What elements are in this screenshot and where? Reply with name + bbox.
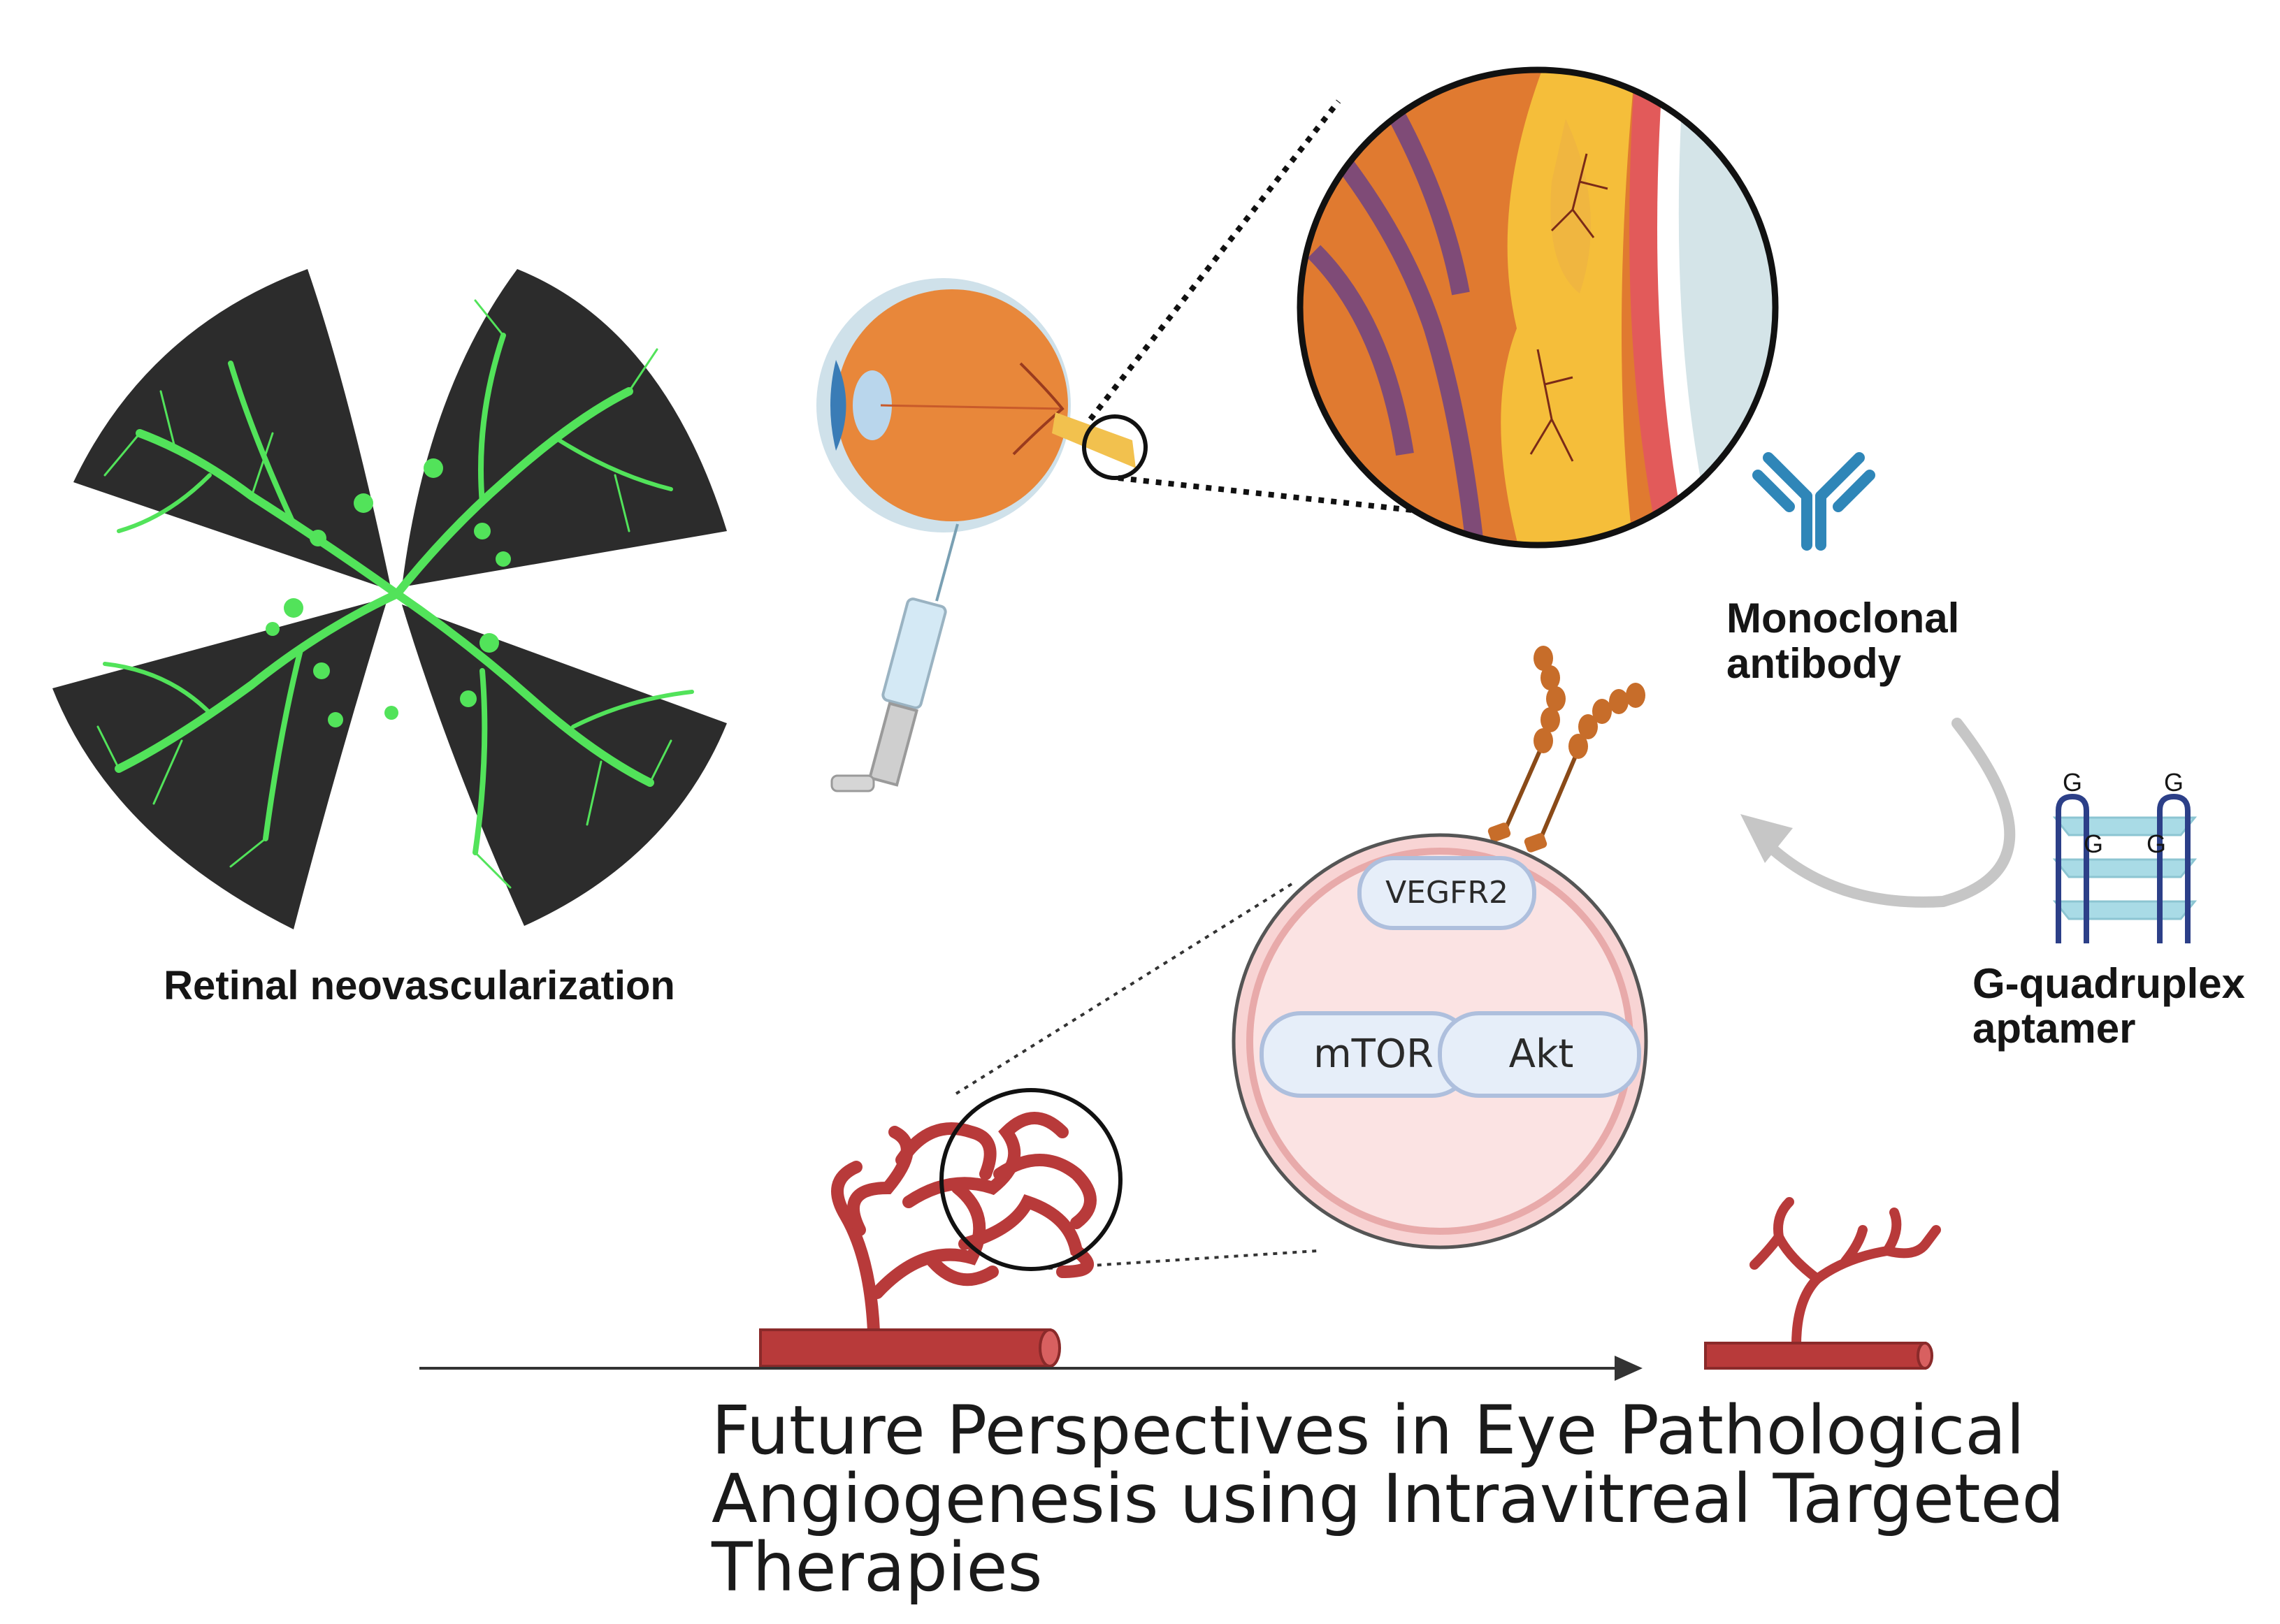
neovascular-tufts (266, 458, 511, 727)
title-line-1: Future Perspectives in Eye Pathological (712, 1391, 2025, 1470)
syringe (830, 523, 959, 792)
aptamer-label-line1: G-quadruplex (1972, 960, 2245, 1007)
blood-vessel-right (1704, 1342, 1933, 1370)
magnified-retina-view (1297, 66, 1779, 549)
pathological-vessel-tangle (831, 1112, 1097, 1337)
flatmount-petal-top-left (73, 269, 391, 590)
blood-vessel-left (759, 1328, 1061, 1368)
aptamer-base-g4: G (2146, 829, 2166, 858)
title-line-2: Angiogenesis using Intravitreal Targeted (712, 1460, 2064, 1538)
aptamer-base-g2: G (2164, 768, 2184, 797)
optic-nerve-zoom-circle (1082, 414, 1148, 480)
title-line-3: Therapies (711, 1528, 1043, 1607)
eyeball (816, 278, 1148, 532)
cell-zoom-lines (955, 883, 1318, 1270)
vegf-receptor-chains (1487, 646, 1645, 853)
akt-label: Akt (1509, 1031, 1574, 1077)
vegfr2-label: VEGFR2 (1385, 875, 1508, 911)
retinal-vessels (96, 299, 694, 889)
g-quadruplex-aptamer-icon: G G G G (2052, 768, 2198, 943)
mtor-protein: mTOR (1260, 1011, 1473, 1098)
figure-title: Future Perspectives in Eye Pathological … (711, 1391, 2064, 1607)
mtor-label: mTOR (1313, 1031, 1434, 1077)
curved-arrow (1740, 718, 2016, 908)
eye-zoom-lines (1088, 99, 1413, 513)
vessel-zoom-circle (939, 1088, 1123, 1271)
flatmount-petal-bottom-right (402, 604, 727, 926)
akt-protein: Akt (1438, 1011, 1641, 1098)
monoclonal-antibody-label-line2: antibody (1726, 640, 1902, 687)
retinal-flatmount (52, 269, 727, 929)
aptamer-label-line2: aptamer (1972, 1005, 2135, 1052)
normalized-vessel-branches (1749, 1197, 1941, 1350)
timeline-arrow (419, 1356, 1643, 1381)
aptamer-base-g1: G (2063, 768, 2082, 797)
monoclonal-antibody-icon (1752, 452, 1875, 551)
aptamer-base-g3: G (2084, 829, 2103, 858)
retinal-neovascularization-label: Retinal neovascularization (164, 963, 675, 1008)
flatmount-petal-bottom-left (52, 597, 388, 929)
monoclonal-antibody-label-line1: Monoclonal (1726, 595, 1959, 641)
vegfr2-receptor: VEGFR2 (1357, 856, 1536, 930)
